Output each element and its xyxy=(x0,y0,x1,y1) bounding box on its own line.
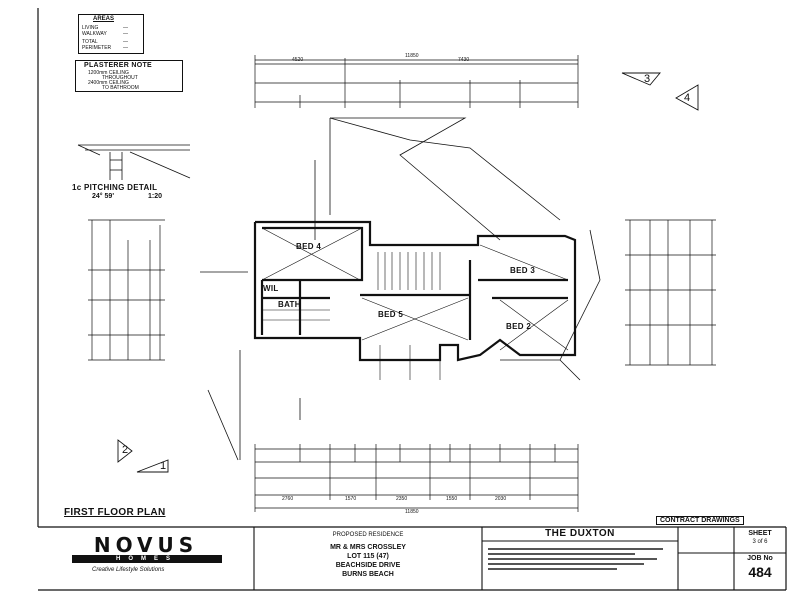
areas-row-2-label: TOTAL xyxy=(82,39,98,45)
room-label-bath: BATH xyxy=(278,300,301,309)
dim-top-overall: 11850 xyxy=(405,53,419,59)
plasterer-note-title: PLASTERER NOTE xyxy=(84,62,152,69)
street-name: BEACHSIDE DRIVE xyxy=(335,562,401,569)
room-label-bed-5: BED 5 xyxy=(378,310,404,319)
section-marker-1-shape xyxy=(136,459,169,473)
lot-number: LOT 115 (47) xyxy=(347,553,389,560)
section-marker-3: 3 xyxy=(644,73,651,85)
section-marker-4: 4 xyxy=(684,92,691,104)
areas-row-3-value: — xyxy=(123,45,128,51)
suburb-name: BURNS BEACH xyxy=(342,571,394,578)
pitching-detail-scale: 1:20 xyxy=(148,193,163,200)
title-block-grid xyxy=(253,527,786,590)
sheet-value: 3 of 6 xyxy=(752,539,768,545)
title-block: NOVUS HOMES Creative Lifestyle Solutions… xyxy=(38,527,786,590)
novus-logo-sub: HOMES xyxy=(72,555,222,563)
areas-row-1-value: — xyxy=(123,31,128,37)
novus-logo-text: NOVUS xyxy=(93,533,199,557)
plasterer-note-line-1: THROUGHOUT xyxy=(102,75,138,81)
pitching-detail-angle: 24° 59' xyxy=(92,193,114,200)
section-marker-2: 2 xyxy=(122,444,129,456)
room-label-bed-3: BED 3 xyxy=(510,266,536,275)
room-label-wil: WIL xyxy=(263,284,279,293)
areas-title: AREAS xyxy=(93,16,115,22)
title-block-notes xyxy=(488,545,672,585)
dim-bottom-overall: 11850 xyxy=(405,509,419,515)
plasterer-note-line-0: 1200mm CEILING xyxy=(88,70,129,76)
areas-row-2-value: — xyxy=(123,39,128,45)
contract-drawing-stamp: CONTRACT DRAWINGS xyxy=(656,516,744,525)
pitching-detail-title: 1c PITCHING DETAIL xyxy=(72,183,158,192)
room-label-bed-2: BED 2 xyxy=(506,322,532,331)
sheet-label: SHEET xyxy=(748,530,772,537)
dim-top-right: 7430 xyxy=(458,57,470,63)
job-label: JOB No xyxy=(747,555,773,562)
areas-row-0-label: LIVING xyxy=(82,25,99,31)
section-marker-4-shape xyxy=(675,84,699,111)
areas-box: AREAS LIVING — WALKWAY — TOTAL — PERIMET… xyxy=(78,14,144,54)
novus-logo: NOVUS HOMES xyxy=(66,533,226,563)
plasterer-note-line-3: TO BATHROOM xyxy=(102,85,139,91)
areas-row-3-label: PERIMETER xyxy=(82,45,112,51)
dim-top-left: 4520 xyxy=(292,57,304,63)
dim-bottom-seg-4: 1550 xyxy=(446,496,458,502)
job-value: 484 xyxy=(748,564,772,580)
plasterer-note-line-2: 2400mm CEILING xyxy=(88,80,129,86)
design-name: THE DUXTON xyxy=(545,528,615,539)
plasterer-note-box: PLASTERER NOTE 1200mm CEILING THROUGHOUT… xyxy=(75,60,183,92)
areas-row-1-label: WALKWAY xyxy=(82,31,107,37)
room-label-bed-4: BED 4 xyxy=(296,242,322,251)
proposed-residence: PROPOSED RESIDENCE xyxy=(332,532,404,538)
client-name: MR & MRS CROSSLEY xyxy=(330,544,406,551)
dim-bottom-seg-5: 2030 xyxy=(495,496,507,502)
novus-tagline: Creative Lifestyle Solutions xyxy=(92,567,165,573)
dim-bottom-seg-1: 2760 xyxy=(282,496,294,502)
section-marker-1: 1 xyxy=(160,460,167,472)
areas-row-0-value: — xyxy=(123,25,128,31)
section-marker-3-shape xyxy=(621,72,661,86)
section-marker-2-shape xyxy=(117,439,133,463)
plan-title: FIRST FLOOR PLAN xyxy=(64,507,166,518)
dim-bottom-seg-2: 1570 xyxy=(345,496,357,502)
dim-bottom-seg-3: 2350 xyxy=(396,496,408,502)
